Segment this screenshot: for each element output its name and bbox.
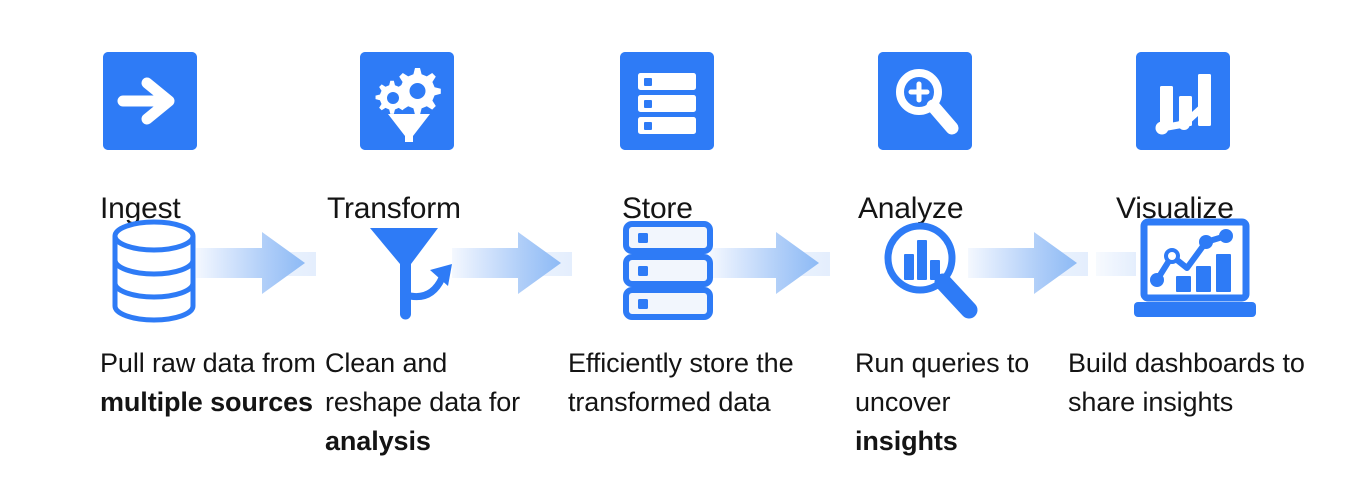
stage-badge-store — [620, 52, 714, 150]
stage-description-analyze: Run queries to uncover insights — [855, 344, 1045, 461]
stage-badge-visualize — [1136, 52, 1230, 150]
stage-badge-transform — [360, 52, 454, 150]
stage-label-ingest: Ingest — [100, 192, 181, 225]
stage-description-visualize: Build dashboards to share insights — [1068, 344, 1338, 422]
funnel-arrow-icon — [370, 228, 452, 320]
arrow-analyze-to-visualize — [968, 232, 1077, 294]
magnifier-bars-icon — [884, 222, 978, 319]
arrow-transform-to-store — [452, 232, 561, 294]
desc-text-bold-transform: analysis — [325, 426, 431, 456]
arrow-right-icon — [103, 52, 197, 150]
stage-badge-analyze — [878, 52, 972, 150]
stage-label-store: Store — [622, 192, 693, 225]
stage-badge-row: Ingest Transform Store Analyze Visualize — [0, 0, 1366, 225]
stage-label-transform: Transform — [327, 192, 461, 225]
stage-label-analyze: Analyze — [858, 192, 964, 225]
description-row: Pull raw data from multiple sources Clea… — [0, 344, 1366, 500]
stage-badge-ingest — [103, 52, 197, 150]
stage-description-transform: Clean and reshape data for analysis — [325, 344, 540, 461]
arrow-store-to-analyze — [710, 232, 819, 294]
desc-text-plain-transform: Clean and reshape data for — [325, 348, 521, 417]
magnifier-plus-icon — [878, 52, 972, 150]
server-stack-icon — [620, 52, 714, 150]
flow-band — [0, 216, 1366, 336]
bar-line-chart-icon — [1136, 52, 1230, 150]
gears-funnel-icon — [360, 52, 454, 150]
arrow-ingest-to-transform — [196, 232, 305, 294]
desc-text-plain-visualize: Build dashboards to share insights — [1068, 348, 1305, 417]
laptop-dashboard-icon — [1134, 218, 1256, 317]
database-cylinder-icon — [112, 219, 196, 323]
stage-description-store: Efficiently store the transformed data — [568, 344, 823, 422]
desc-text-bold-ingest: multiple sources — [100, 387, 313, 417]
desc-text-plain-store: Efficiently store the transformed data — [568, 348, 794, 417]
desc-text-plain-analyze: Run queries to uncover — [855, 348, 1030, 417]
database-rack-icon — [623, 221, 713, 320]
desc-text-bold-analyze: insights — [855, 426, 958, 456]
stage-description-ingest: Pull raw data from multiple sources — [100, 344, 320, 422]
desc-text-plain-ingest: Pull raw data from — [100, 348, 316, 378]
